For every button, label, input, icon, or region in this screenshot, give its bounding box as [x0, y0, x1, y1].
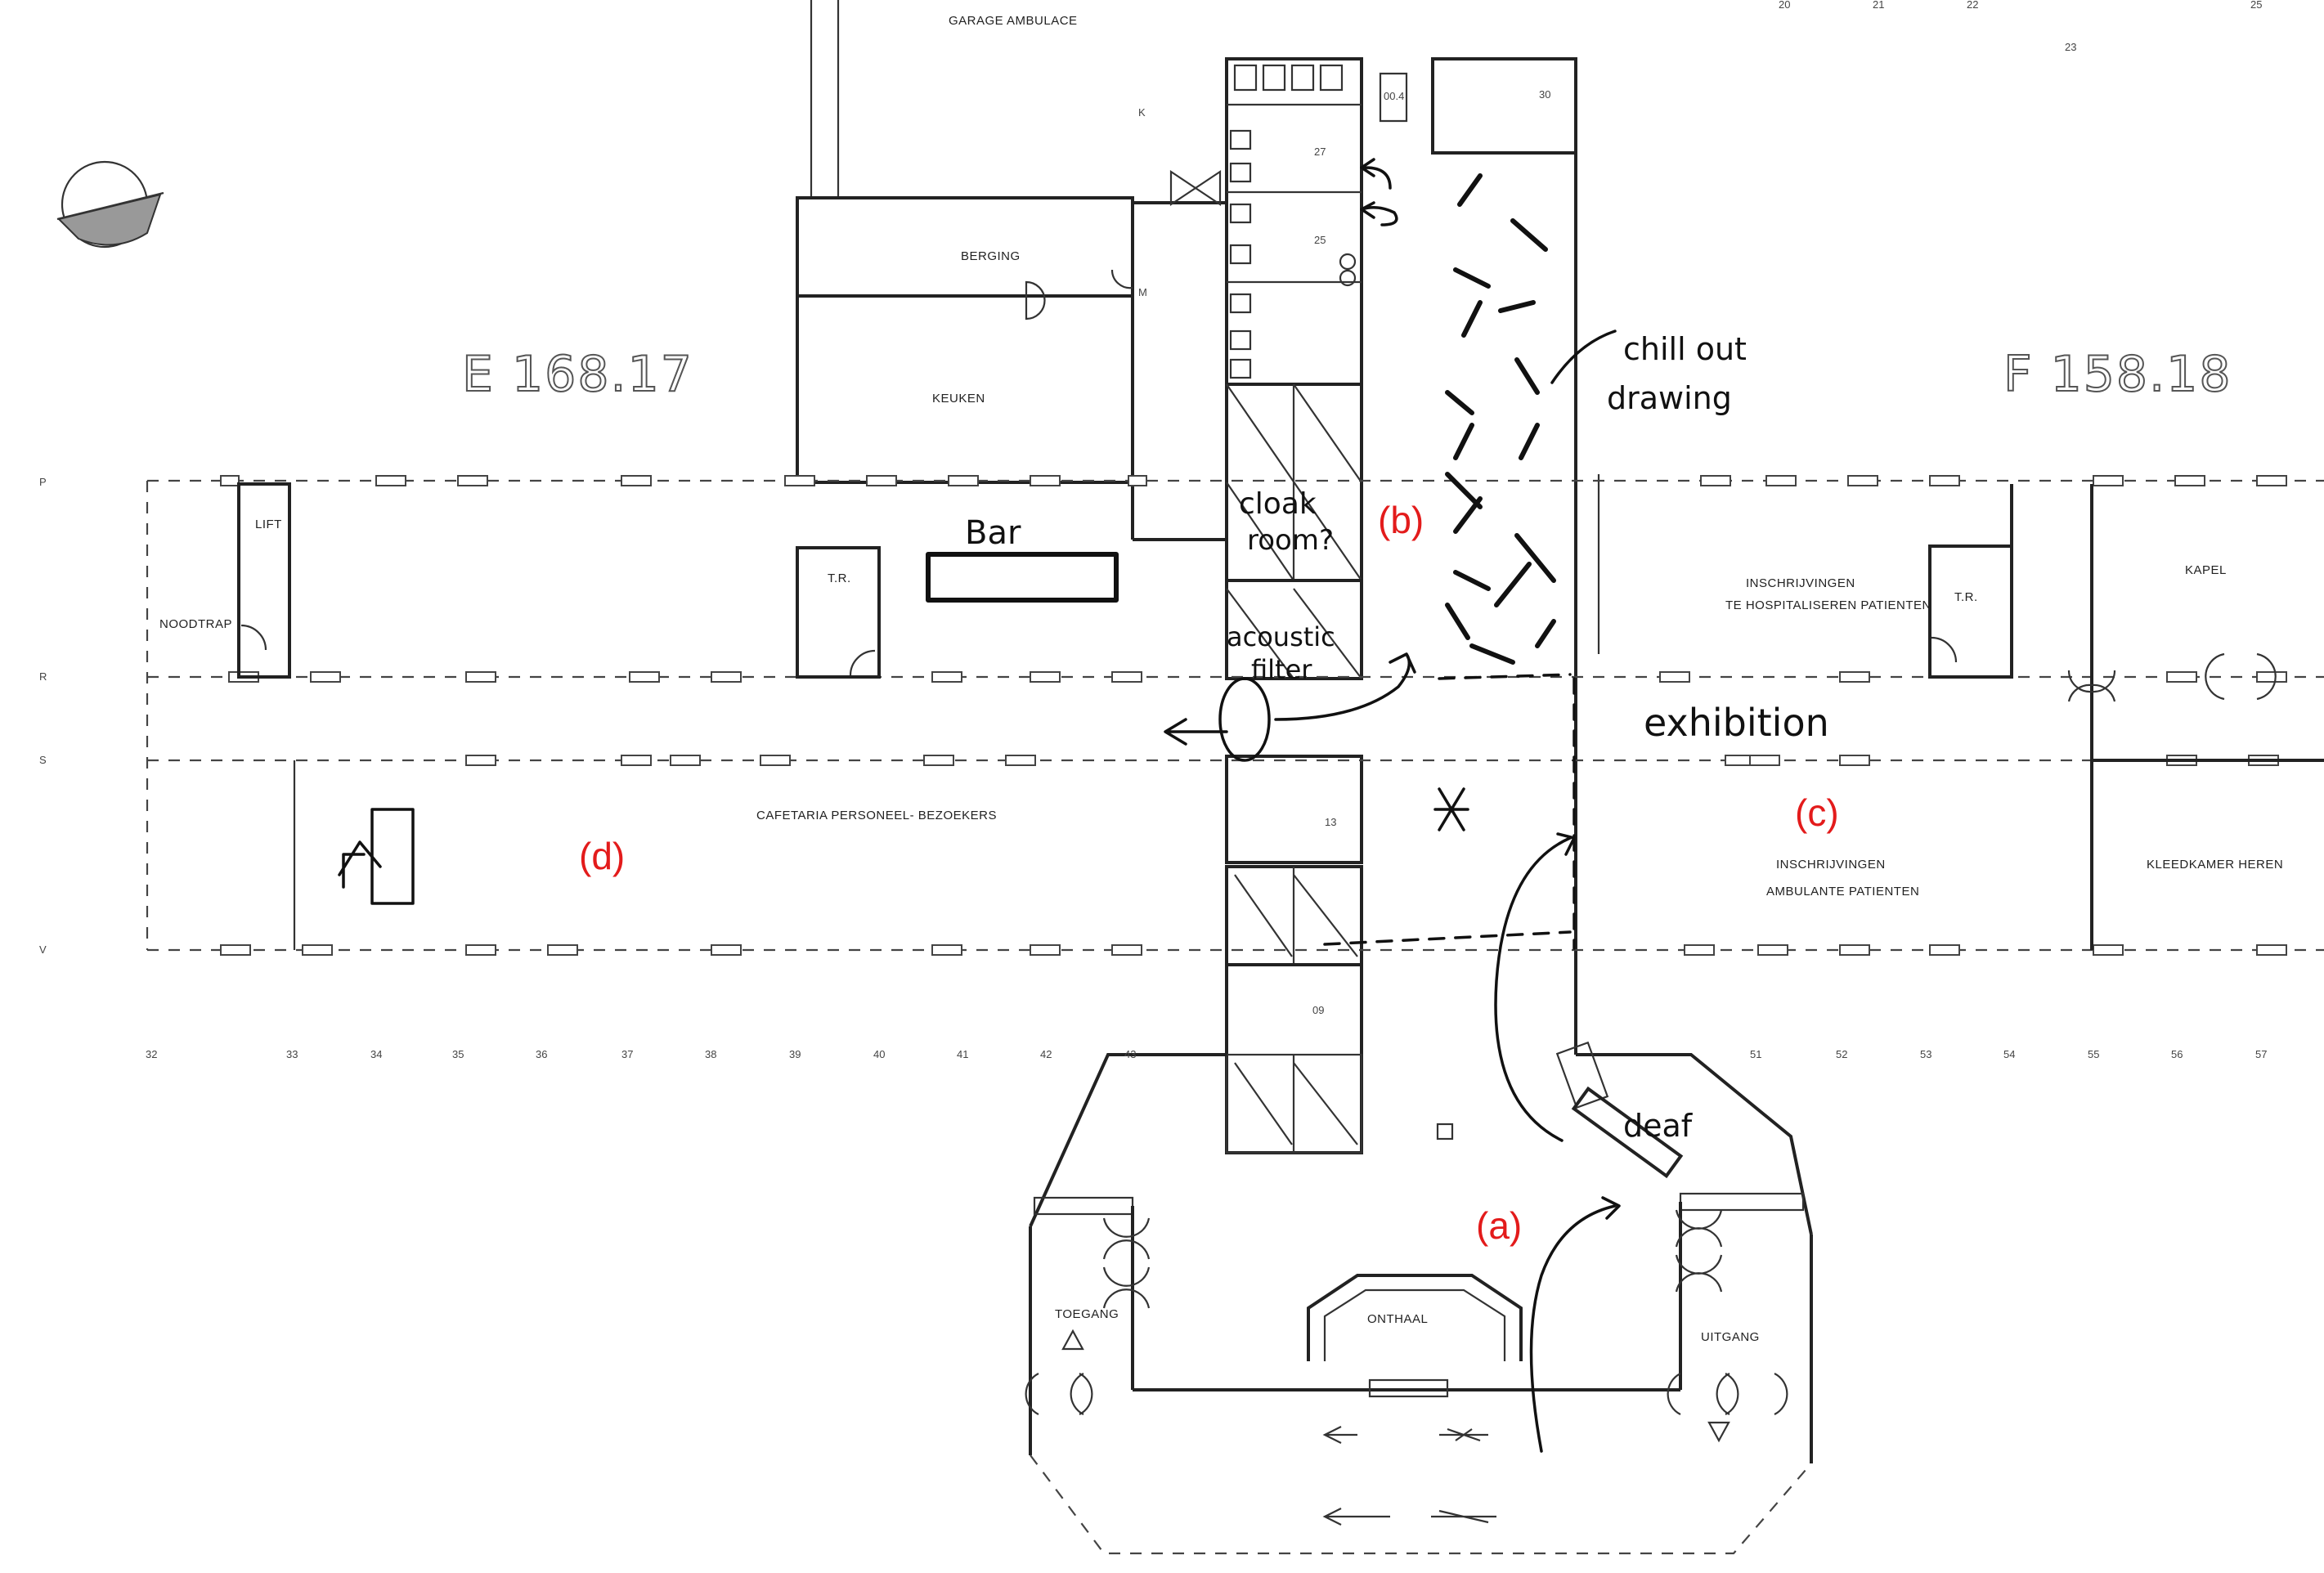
row-label: R [39, 670, 47, 683]
annotation-chill-1: chill out [1623, 331, 1747, 367]
marker-c: (c) [1795, 791, 1839, 834]
annotation-cloak-2: room? [1247, 524, 1334, 557]
corridor-right-wall [1574, 59, 1600, 1055]
room-number-k: K [1138, 106, 1146, 119]
annotation-deaf: deaf [1623, 1108, 1694, 1144]
annotation-chill-2: drawing [1607, 380, 1732, 416]
col-label: 34 [370, 1048, 382, 1060]
room-number-004: 00.4 [1384, 90, 1404, 102]
col-label: 35 [452, 1048, 464, 1060]
right-wing-rooms: INSCHRIJVINGEN TE HOSPITALISEREN PATIENT… [1725, 484, 2324, 950]
room-number-27: 27 [1314, 146, 1326, 158]
marker-b: (b) [1378, 499, 1424, 541]
col-label-top: 21 [1873, 0, 1884, 11]
row-labels: P R S V [39, 476, 47, 956]
col-label-top: 20 [1779, 0, 1790, 11]
column-labels: 32 33 34 35 36 37 38 39 40 41 42 43 51 5… [146, 0, 2267, 1060]
col-label: 52 [1836, 1048, 1847, 1060]
wing-gridlines [146, 479, 2324, 952]
col-label: 56 [2171, 1048, 2183, 1060]
room-label-berging: BERGING [961, 249, 1021, 263]
col-label: 54 [2003, 1048, 2015, 1060]
col-label: 41 [957, 1048, 968, 1060]
room-number-30: 30 [1539, 88, 1550, 101]
block-label-left: E 168.17 [462, 346, 693, 403]
kitchen-block: BERGING KEUKEN M K [796, 106, 1227, 541]
col-label: 57 [2255, 1048, 2267, 1060]
col-label: 40 [873, 1048, 885, 1060]
col-label: 39 [789, 1048, 801, 1060]
zone-markers: (a) (b) (c) (d) [579, 499, 1839, 1247]
room-label-inschrijvingen-hosp-1: INSCHRIJVINGEN [1746, 576, 1855, 590]
room-label-noodtrap: NOODTRAP [159, 617, 232, 631]
room-label-inschrijvingen-amb-2: AMBULANTE PATIENTEN [1766, 885, 1919, 899]
room-label-keuken: KEUKEN [932, 392, 985, 406]
room-label-onthaal: ONTHAAL [1367, 1312, 1428, 1326]
room-label-garage: GARAGE AMBULACE [949, 14, 1078, 28]
row-label: P [39, 476, 47, 488]
room-label-lift: LIFT [255, 518, 282, 531]
garage-area: GARAGE AMBULACE [810, 0, 1078, 196]
compass-icon [56, 160, 164, 249]
room-label-kleedkamer: KLEEDKAMER HEREN [2147, 858, 2283, 872]
marker-d: (d) [579, 835, 625, 877]
col-label: 42 [1040, 1048, 1052, 1060]
ink-annotations: Bar cloak room? acoustic filter chill ou… [338, 158, 1829, 1453]
room-label-inschrijvingen-amb-1: INSCHRIJVINGEN [1776, 858, 1886, 872]
annotation-acoustic-1: acoustic [1227, 621, 1335, 652]
room-number-09: 09 [1312, 1004, 1324, 1016]
annotation-acoustic-2: filter [1251, 654, 1312, 685]
col-label: 51 [1750, 1048, 1761, 1060]
room-number-m: M [1138, 286, 1147, 298]
annotation-bar: Bar [965, 514, 1021, 552]
col-label: 32 [146, 1048, 157, 1060]
room-label-toegang: TOEGANG [1055, 1307, 1119, 1321]
annotation-exhibition: exhibition [1644, 701, 1829, 745]
entrance-pavilion: TOEGANG ONTHAAL UITGANG [1025, 1041, 1813, 1555]
marker-a: (a) [1476, 1204, 1522, 1247]
col-label: 37 [621, 1048, 633, 1060]
col-label: 33 [286, 1048, 298, 1060]
row-label: V [39, 943, 47, 956]
col-label: 38 [705, 1048, 716, 1060]
room-number-25: 25 [1314, 234, 1326, 246]
col-label: 36 [536, 1048, 547, 1060]
room-label-cafetaria: CAFETARIA PERSONEEL- BEZOEKERS [756, 809, 997, 822]
col-label-top: 23 [2065, 41, 2076, 53]
col-label-top: 25 [2250, 0, 2262, 11]
room-label-tr-right: T.R. [1954, 590, 1978, 604]
central-core: 13 09 [1225, 383, 1363, 1154]
col-label: 53 [1920, 1048, 1931, 1060]
room-label-uitgang: UITGANG [1701, 1330, 1760, 1344]
annotation-cloak-1: cloak [1239, 487, 1317, 521]
col-label: 55 [2088, 1048, 2099, 1060]
block-label-right: F 158.18 [2003, 346, 2232, 403]
room-label-tr-left: T.R. [828, 571, 851, 585]
left-wing-rooms: LIFT NOODTRAP T.R. CAFETARIA PERSONEEL- … [159, 482, 997, 950]
row-label: S [39, 754, 47, 766]
room-label-kapel: KAPEL [2185, 563, 2227, 577]
room-number-13: 13 [1325, 816, 1336, 828]
col-label-top: 22 [1967, 0, 1978, 11]
col-label: 43 [1124, 1048, 1136, 1060]
room-label-inschrijvingen-hosp-2: TE HOSPITALISEREN PATIENTEN [1725, 598, 1931, 612]
